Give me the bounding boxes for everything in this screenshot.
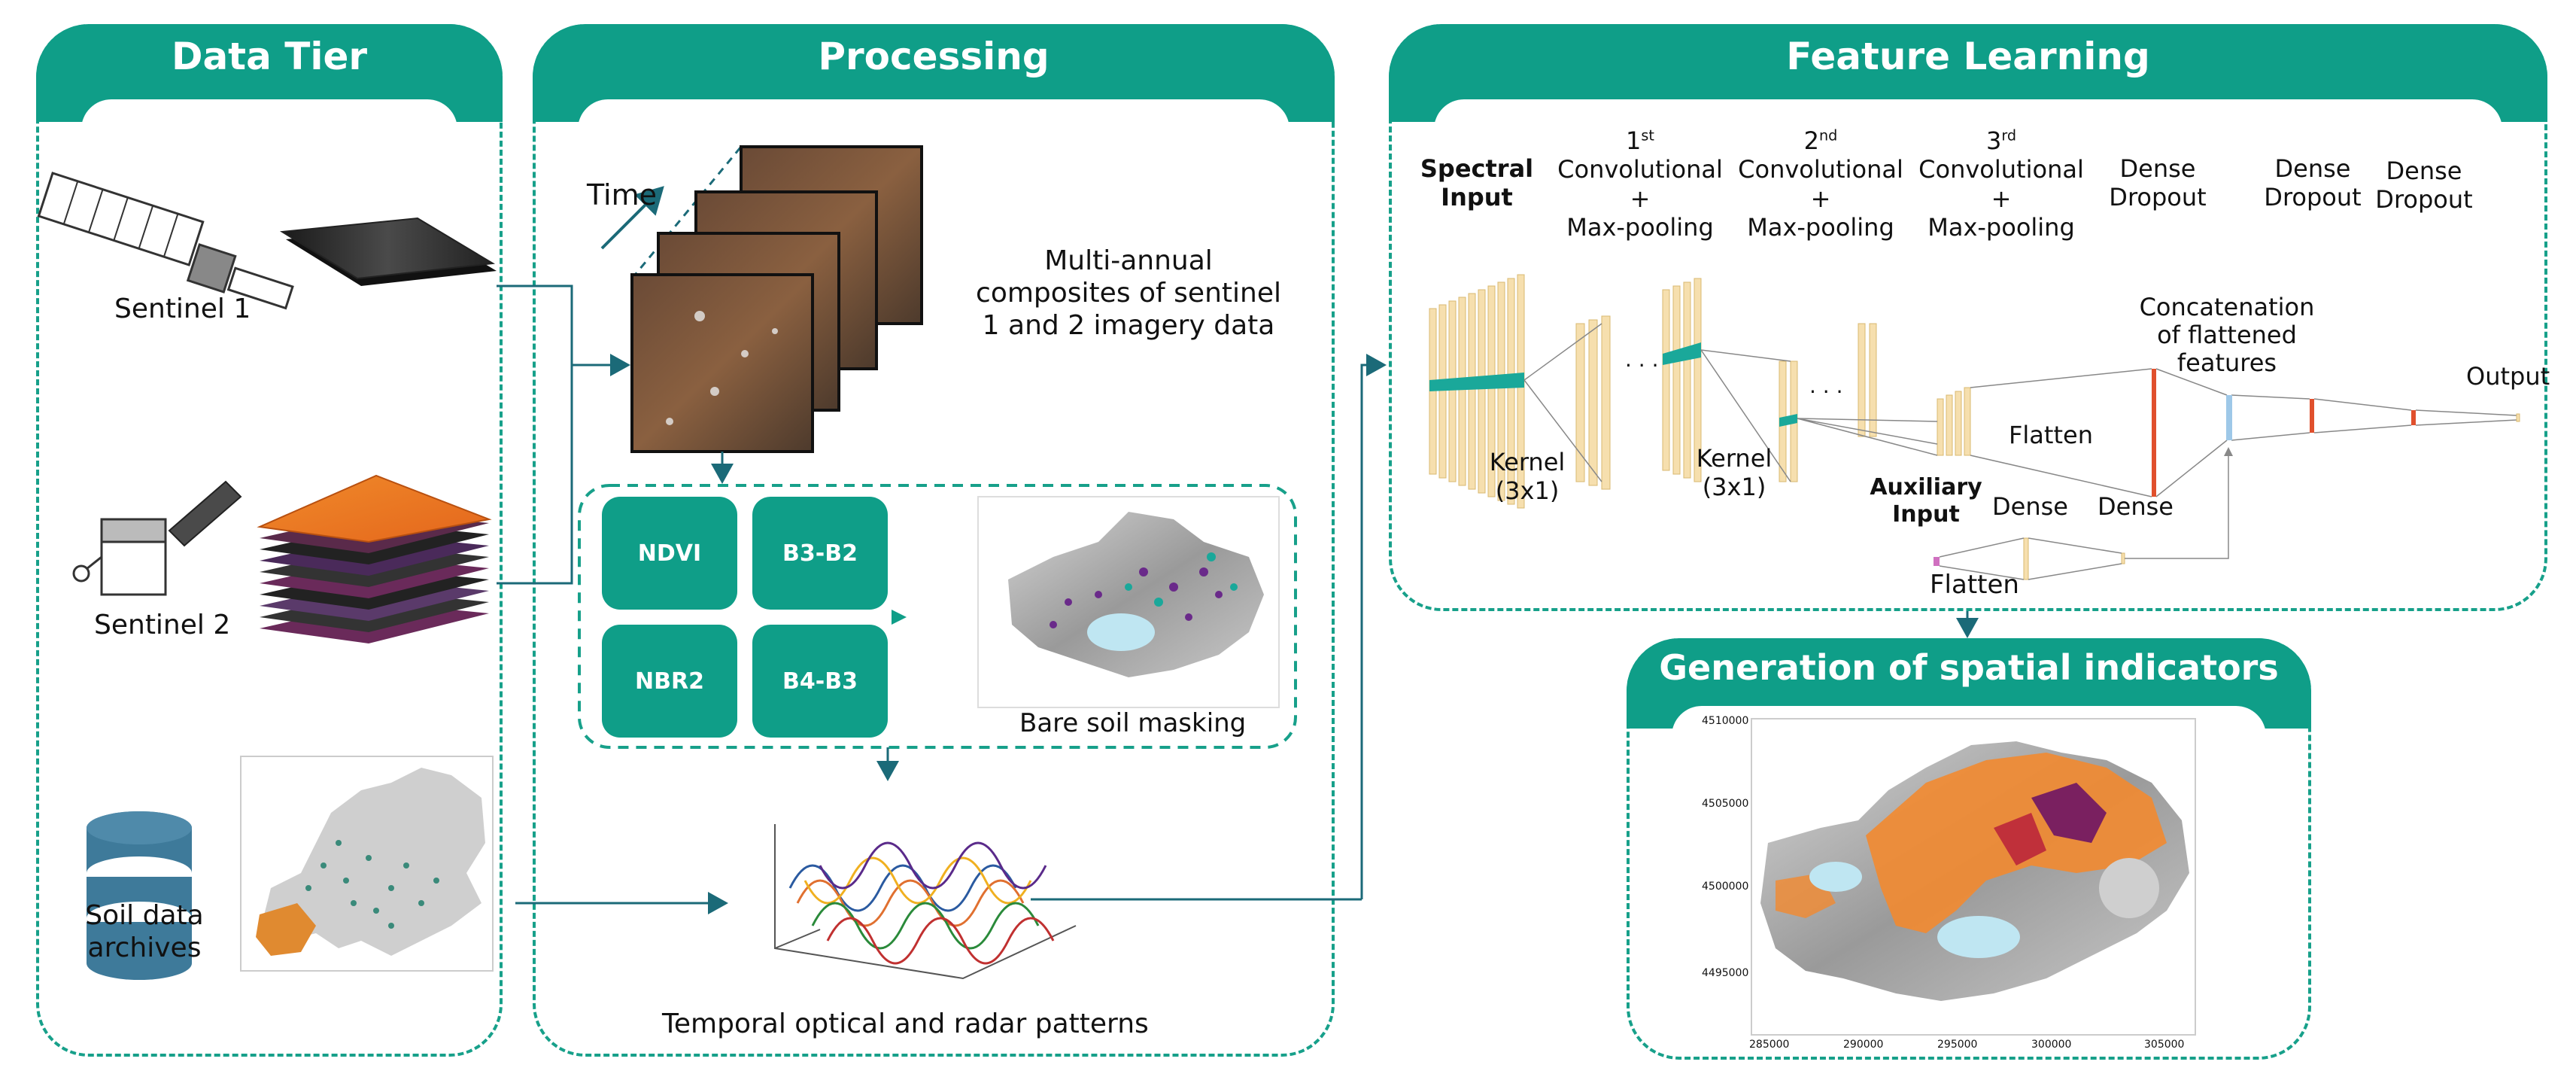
x-tick-1: 285000 xyxy=(1749,1039,1790,1051)
x-tick-4: 300000 xyxy=(2031,1039,2072,1051)
auxiliary-input-label: Auxiliary Input xyxy=(1870,474,1982,528)
spatial-indicator-map xyxy=(1751,718,2196,1036)
output-label: Output xyxy=(2466,362,2550,391)
spectral-input-label: Spectral Input xyxy=(1420,154,1534,212)
nbr2-index-tile: NBR2 xyxy=(602,625,737,738)
processing-header: Processing xyxy=(533,24,1335,145)
sentinel1-satellite-icon xyxy=(37,172,294,310)
dense-dropout-label-1: Dense Dropout xyxy=(2109,154,2207,212)
indices-arrow-icon xyxy=(892,610,907,625)
database-icon xyxy=(87,811,192,980)
dense-dropout-label-3: Dense Dropout xyxy=(2375,157,2473,214)
kernel-label-1: Kernel (3x1) xyxy=(1489,448,1566,506)
conv2-label: 2nd Convolutional + Max-pooling xyxy=(1738,126,1903,242)
processing-title: Processing xyxy=(818,35,1050,78)
sentinel1-label: Sentinel 1 xyxy=(114,294,251,324)
sentinel2-image-stack xyxy=(257,474,492,643)
sentinel2-satellite-icon xyxy=(72,480,242,596)
y-tick-4: 4495000 xyxy=(1702,967,1749,979)
b4-b3-index-tile: B4-B3 xyxy=(752,625,888,738)
concatenation-label: Concatenation of flattened features xyxy=(2139,293,2315,377)
processing-image-stack xyxy=(600,145,923,453)
y-tick-3: 4500000 xyxy=(1702,881,1749,893)
flatten-label-main: Flatten xyxy=(2009,421,2093,449)
spatial-title: Generation of spatial indicators xyxy=(1659,647,2279,688)
soil-archives-label: Soil data archives xyxy=(85,900,204,964)
dense-label-2: Dense xyxy=(2098,492,2174,521)
temporal-patterns-label: Temporal optical and radar patterns xyxy=(662,1008,1149,1039)
x-tick-5: 305000 xyxy=(2144,1039,2185,1051)
feature-learning-title: Feature Learning xyxy=(1786,35,2150,78)
dense-dropout-label-2: Dense Dropout xyxy=(2264,154,2362,212)
dense-label-1: Dense xyxy=(1992,492,2068,521)
feature-learning-panel: Feature Learning xyxy=(1389,24,2547,611)
x-tick-3: 295000 xyxy=(1937,1039,1978,1051)
composites-label: Multi-annual composites of sentinel 1 an… xyxy=(976,245,1281,342)
conv3-label: 3rd Convolutional + Max-pooling xyxy=(1918,126,2084,242)
feature-learning-header: Feature Learning xyxy=(1389,24,2547,145)
arrow-to-feature-learning xyxy=(1360,354,1387,899)
sentinel1-image-stack xyxy=(279,217,497,286)
time-label: Time xyxy=(587,178,657,211)
spatial-header: Generation of spatial indicators xyxy=(1627,638,2311,751)
b3-b2-index-tile: B3-B2 xyxy=(752,497,888,610)
data-tier-header: Data Tier xyxy=(36,24,503,145)
y-tick-2: 4505000 xyxy=(1702,798,1749,810)
sentinel2-label: Sentinel 2 xyxy=(94,610,231,640)
bare-soil-map xyxy=(977,496,1280,708)
ellipsis-2: · · · xyxy=(1809,379,1843,404)
ellipsis-1: · · · xyxy=(1625,353,1659,378)
x-tick-2: 290000 xyxy=(1843,1039,1884,1051)
data-tier-title: Data Tier xyxy=(171,35,368,78)
spatial-indicators-panel: Generation of spatial indicators xyxy=(1627,638,2311,1060)
bare-soil-label: Bare soil masking xyxy=(1019,708,1247,738)
flatten-label-aux: Flatten xyxy=(1930,570,2019,600)
data-tier-connectors xyxy=(497,284,728,914)
europe-soil-map xyxy=(240,756,494,972)
conv1-label: 1st Convolutional + Max-pooling xyxy=(1557,126,1723,242)
indices-box xyxy=(578,484,1297,749)
ndvi-index-tile: NDVI xyxy=(602,497,737,610)
cnn-architecture xyxy=(1429,274,2520,580)
kernel-label-2: Kernel (3x1) xyxy=(1696,444,1773,502)
temporal-pattern-chart xyxy=(774,824,1077,980)
y-tick-1: 4510000 xyxy=(1702,715,1749,727)
